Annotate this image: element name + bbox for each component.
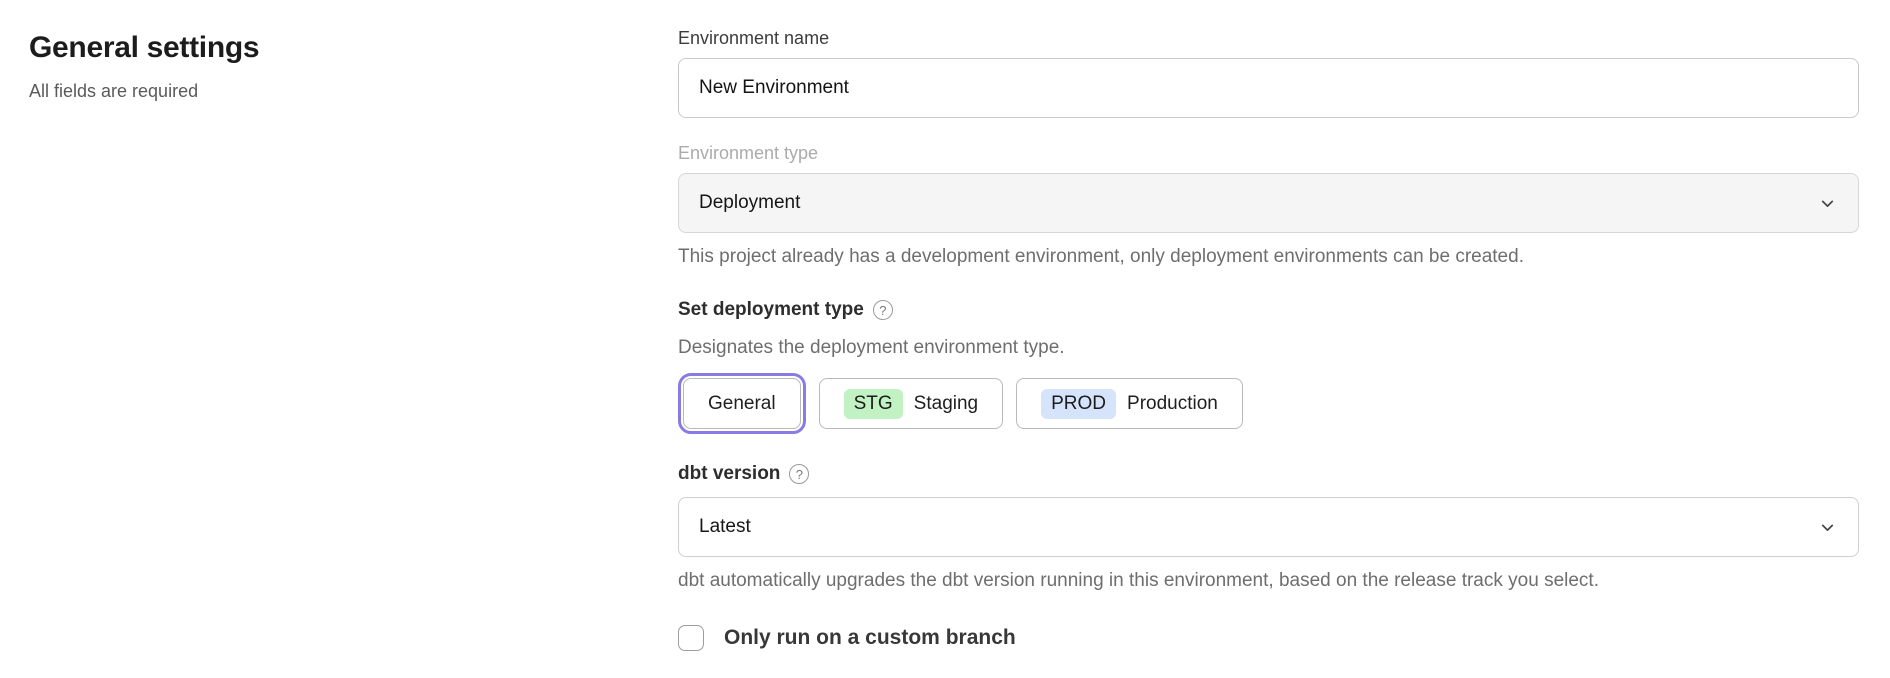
- deployment-type-staging-label: Staging: [913, 392, 979, 414]
- environment-name-label: Environment name: [678, 28, 830, 48]
- chevron-down-icon: [1821, 200, 1834, 207]
- deployment-type-label: Set deployment type: [678, 299, 864, 320]
- deployment-type-general-button[interactable]: General: [683, 378, 801, 429]
- deployment-type-header: Set deployment type ?: [678, 298, 1859, 322]
- environment-type-select: Deployment: [678, 173, 1859, 233]
- deployment-type-production-label: Production: [1127, 392, 1218, 414]
- production-badge: PROD: [1041, 388, 1117, 419]
- dbt-version-value: Latest: [699, 516, 751, 537]
- dbt-version-label: dbt version: [678, 463, 781, 484]
- deployment-type-helper: Designates the deployment environment ty…: [678, 337, 1065, 358]
- custom-branch-checkbox[interactable]: [678, 625, 704, 651]
- environment-type-value: Deployment: [699, 192, 801, 213]
- chevron-down-icon: [1821, 524, 1834, 531]
- custom-branch-label: Only run on a custom branch: [724, 626, 1016, 649]
- environment-type-label: Environment type: [678, 143, 819, 163]
- selected-option-ring: General: [678, 373, 806, 434]
- page-subtitle: All fields are required: [29, 81, 199, 101]
- environment-type-helper: This project already has a development e…: [678, 246, 1524, 267]
- settings-heading: General settings All fields are required: [29, 30, 629, 103]
- environment-name-input[interactable]: [678, 58, 1859, 118]
- deployment-type-options: General STG Staging PROD Production: [678, 373, 1859, 434]
- staging-badge: STG: [843, 388, 903, 419]
- deployment-type-staging-button[interactable]: STG Staging: [818, 378, 1004, 429]
- deployment-type-general-label: General: [708, 392, 776, 414]
- dbt-version-header: dbt version ?: [678, 462, 1859, 486]
- dbt-version-select[interactable]: Latest: [678, 497, 1859, 557]
- page-title: General settings: [29, 31, 260, 64]
- deployment-type-production-button[interactable]: PROD Production: [1016, 378, 1243, 429]
- dbt-version-helper: dbt automatically upgrades the dbt versi…: [678, 570, 1599, 591]
- custom-branch-row: Only run on a custom branch: [678, 625, 1859, 651]
- environment-settings-form: Environment name Environment type Deploy…: [678, 0, 1859, 651]
- help-icon[interactable]: ?: [872, 300, 893, 320]
- help-icon[interactable]: ?: [789, 464, 810, 484]
